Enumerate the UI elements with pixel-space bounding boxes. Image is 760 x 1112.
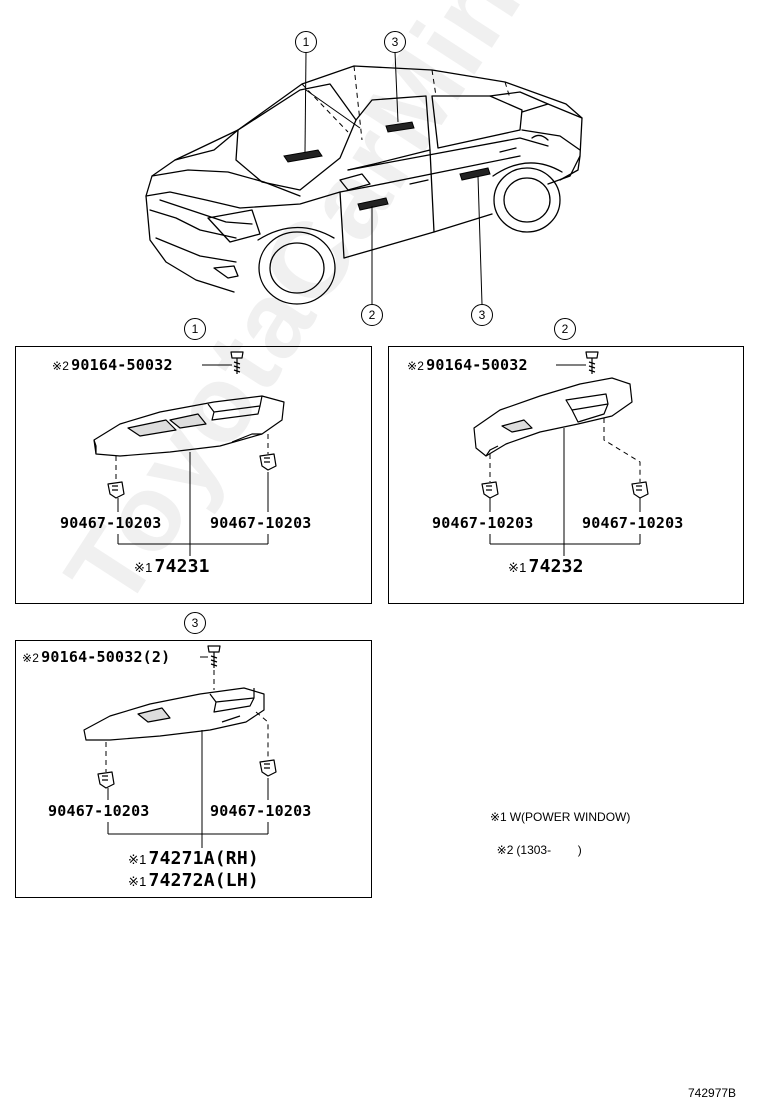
footnote-2-text: (1303- ) bbox=[516, 843, 582, 857]
panel-3 bbox=[15, 640, 372, 898]
panel1-callout: 1 bbox=[184, 318, 206, 340]
panel2-clip-left-part-number: 90467-10203 bbox=[432, 514, 534, 532]
panel1-clip-left-part-number: 90467-10203 bbox=[60, 514, 162, 532]
panel2-main-note-mark: ※1 bbox=[508, 560, 527, 575]
illustration-reference-code: 742977B bbox=[688, 1086, 737, 1100]
panel2-screw-part: 90164-50032 bbox=[426, 356, 528, 374]
panel3-screw-note-mark: ※2 bbox=[22, 651, 40, 665]
footnote-1-text: W(POWER WINDOW) bbox=[509, 810, 631, 824]
panel2-callout: 2 bbox=[554, 318, 576, 340]
overview-callout-1: 1 bbox=[295, 31, 317, 53]
footnote-2-mark: ※2 bbox=[496, 843, 514, 857]
footnote-1-mark: ※1 bbox=[490, 810, 507, 824]
panel3-main-note-mark-rh: ※1 bbox=[128, 852, 147, 867]
panel-1 bbox=[15, 346, 372, 604]
panel1-screw-note-mark: ※2 bbox=[52, 359, 70, 373]
overview-callout-3-top: 3 bbox=[384, 31, 406, 53]
footnote-2: ※2(1303- ) bbox=[490, 829, 582, 857]
panel3-main-part-rh: 74271A(RH) bbox=[148, 848, 259, 869]
panel1-clip-right-part-number: 90467-10203 bbox=[210, 514, 312, 532]
panel1-main-note-mark: ※1 bbox=[134, 560, 153, 575]
overview-callout-3-bottom: 3 bbox=[471, 304, 493, 326]
panel2-main-part: 74232 bbox=[528, 556, 584, 577]
panel3-screw-part: 90164-50032(2) bbox=[41, 648, 171, 666]
panel2-screw-note-mark: ※2 bbox=[407, 359, 425, 373]
panel3-clip-right-part-number: 90467-10203 bbox=[210, 802, 312, 820]
overview-callout-2: 2 bbox=[361, 304, 383, 326]
panel2-clip-right-part-number: 90467-10203 bbox=[582, 514, 684, 532]
panel3-main-note-mark-lh: ※1 bbox=[128, 874, 147, 889]
panel3-callout: 3 bbox=[184, 612, 206, 634]
panel3-main-part-lh: 74272A(LH) bbox=[148, 870, 259, 891]
panel3-clip-left-part-number: 90467-10203 bbox=[48, 802, 150, 820]
panel1-screw-part: 90164-50032 bbox=[71, 356, 173, 374]
panel-2 bbox=[388, 346, 744, 604]
panel1-main-part: 74231 bbox=[154, 556, 210, 577]
